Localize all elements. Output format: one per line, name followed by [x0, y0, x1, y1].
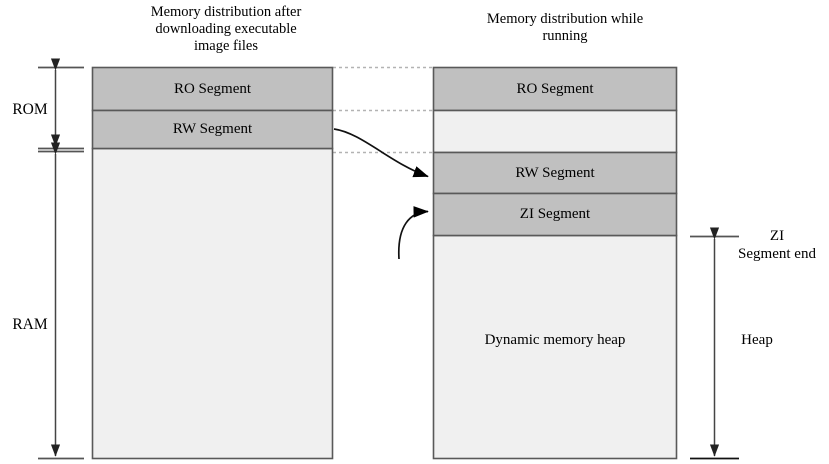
bracket-label-rom: ROM — [12, 101, 48, 118]
left-panel-title: Memory distribution after downloading ex… — [150, 4, 302, 55]
bracket-label-heap: Heap — [741, 332, 773, 348]
left-panel-boxes — [91, 66, 334, 460]
dotted-connectors — [333, 66, 433, 154]
left-segment-rw-label: RW Segment — [172, 121, 253, 137]
right-segment-zi-label: ZI Segment — [519, 206, 591, 222]
transfer-arrow-zi — [398, 206, 429, 260]
right-segment-ro-label: RO Segment — [516, 81, 594, 97]
right-panel-title: Memory distribution while running — [486, 11, 644, 45]
left-segment-ro-label: RO Segment — [173, 81, 252, 97]
right-segment-rw-label: RW Segment — [515, 165, 595, 181]
transfer-arrow-rw — [333, 128, 429, 178]
left-bracket-ram — [38, 142, 84, 460]
right-segment-heap-label: Dynamic memory heap — [484, 332, 626, 348]
bracket-label-ram: RAM — [12, 316, 48, 333]
left-bracket-rom — [38, 58, 84, 150]
right-panel-boxes — [432, 66, 678, 460]
right-bracket-heap — [690, 227, 739, 460]
bracket-label-zi-segment-end: ZI Segment end — [738, 228, 816, 262]
